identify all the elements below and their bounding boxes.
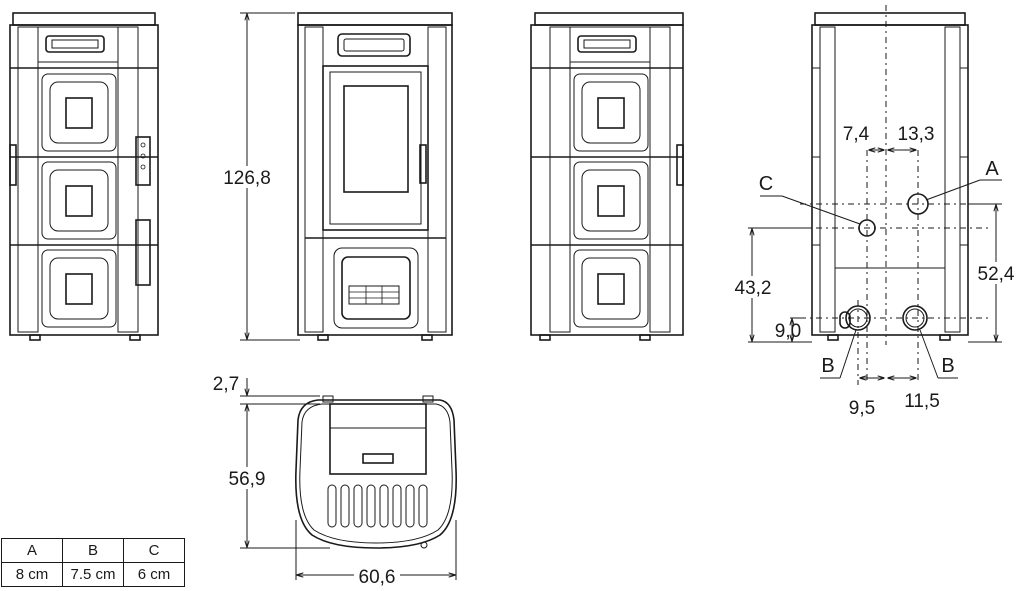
- dim-depth: 56,9: [229, 469, 266, 490]
- side-view-right: [530, 12, 684, 341]
- dim-horiz-b-left: 9,5: [849, 398, 875, 419]
- dim-horiz-a: 13,3: [898, 124, 935, 145]
- dim-a-height: 52,4: [978, 264, 1015, 285]
- legend-header-c: C: [123, 538, 185, 563]
- dim-b-height: 9,0: [775, 321, 801, 342]
- legend-value-c: 6 cm: [123, 562, 185, 587]
- legend-header-a: A: [1, 538, 63, 563]
- legend-value-row: 8 cm 7.5 cm 6 cm: [1, 562, 185, 587]
- height-label: 126,8: [223, 168, 271, 189]
- top-view: 2,7 56,9 60,6: [213, 374, 457, 588]
- side-view-left: [9, 12, 159, 341]
- diameter-legend-table: A B C 8 cm 7.5 cm 6 cm: [1, 538, 185, 587]
- legend-value-a: 8 cm: [1, 562, 63, 587]
- front-view: [297, 12, 453, 341]
- top-vent-slots: [327, 484, 428, 528]
- label-c: C: [759, 173, 773, 195]
- dim-width: 60,6: [359, 567, 396, 588]
- dim-horiz-b-right: 11,5: [904, 391, 940, 412]
- dim-top-offset: 2,7: [213, 374, 239, 395]
- legend-header-b: B: [62, 538, 124, 563]
- label-b-left: B: [821, 355, 834, 377]
- rear-view: 7,4 13,3 9,5 11,5 43,2 52,4 9,0 C A B: [730, 5, 1020, 419]
- label-a: A: [985, 158, 999, 180]
- dim-c-height: 43,2: [735, 278, 772, 299]
- legend-value-b: 7.5 cm: [62, 562, 124, 587]
- legend-header-row: A B C: [1, 538, 185, 563]
- label-b-right: B: [941, 355, 954, 377]
- dim-horiz-c: 7,4: [843, 124, 870, 145]
- dim-height: 126,8: [222, 12, 300, 341]
